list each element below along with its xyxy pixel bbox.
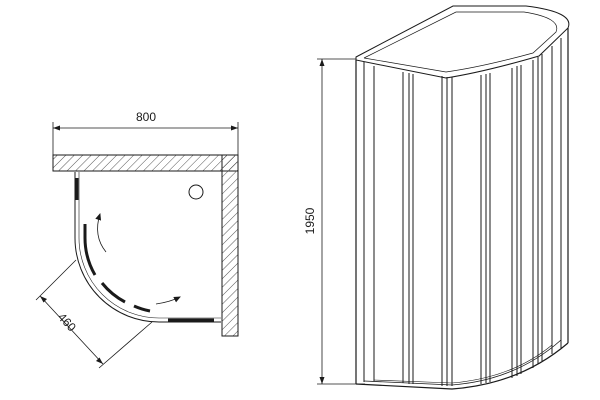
radius-arrow-end	[96, 357, 103, 364]
radius-dimension-line	[39, 295, 104, 365]
sliding-door-segment-3	[133, 304, 151, 313]
radius-extension-1	[35, 259, 77, 301]
drain-icon	[188, 184, 204, 200]
height-label: 1950	[303, 207, 317, 234]
wall-corner-fill	[222, 155, 238, 171]
radius-arrow-start	[40, 296, 47, 303]
tray-outline	[74, 172, 221, 323]
height-dimension: 1950	[303, 58, 365, 385]
tray-inner-outline	[78, 172, 221, 319]
shower-tray	[74, 172, 221, 323]
corner-walls	[52, 154, 239, 337]
bottom-frame-inner	[363, 339, 562, 386]
width-dimension: 800	[52, 110, 239, 158]
sliding-door-segment-1	[83, 224, 97, 276]
enclosure-body	[355, 28, 569, 386]
width-arrow-right	[231, 125, 238, 131]
top-frame-outer	[355, 5, 570, 79]
radius-label: 460	[55, 310, 79, 334]
sliding-door-segment-2	[100, 282, 126, 304]
plan-view: 800	[35, 110, 239, 369]
top-frame	[355, 5, 570, 79]
curved-arrow-icon	[155, 296, 181, 305]
height-arrow-top	[319, 59, 325, 66]
height-arrow-bottom	[319, 377, 325, 384]
back-wall	[52, 154, 239, 172]
width-label: 800	[136, 110, 156, 124]
radius-extension-2	[98, 321, 153, 369]
bottom-frame-outer	[355, 342, 569, 390]
curved-arrow-icon	[95, 213, 107, 253]
side-wall	[221, 154, 239, 337]
door-direction-arrows	[95, 213, 181, 305]
perspective-view: 1950	[303, 5, 570, 390]
bottom-frame-mid	[373, 344, 553, 384]
bottom-frame	[355, 339, 569, 390]
top-frame-inner	[363, 11, 558, 73]
width-arrow-left	[53, 125, 60, 131]
